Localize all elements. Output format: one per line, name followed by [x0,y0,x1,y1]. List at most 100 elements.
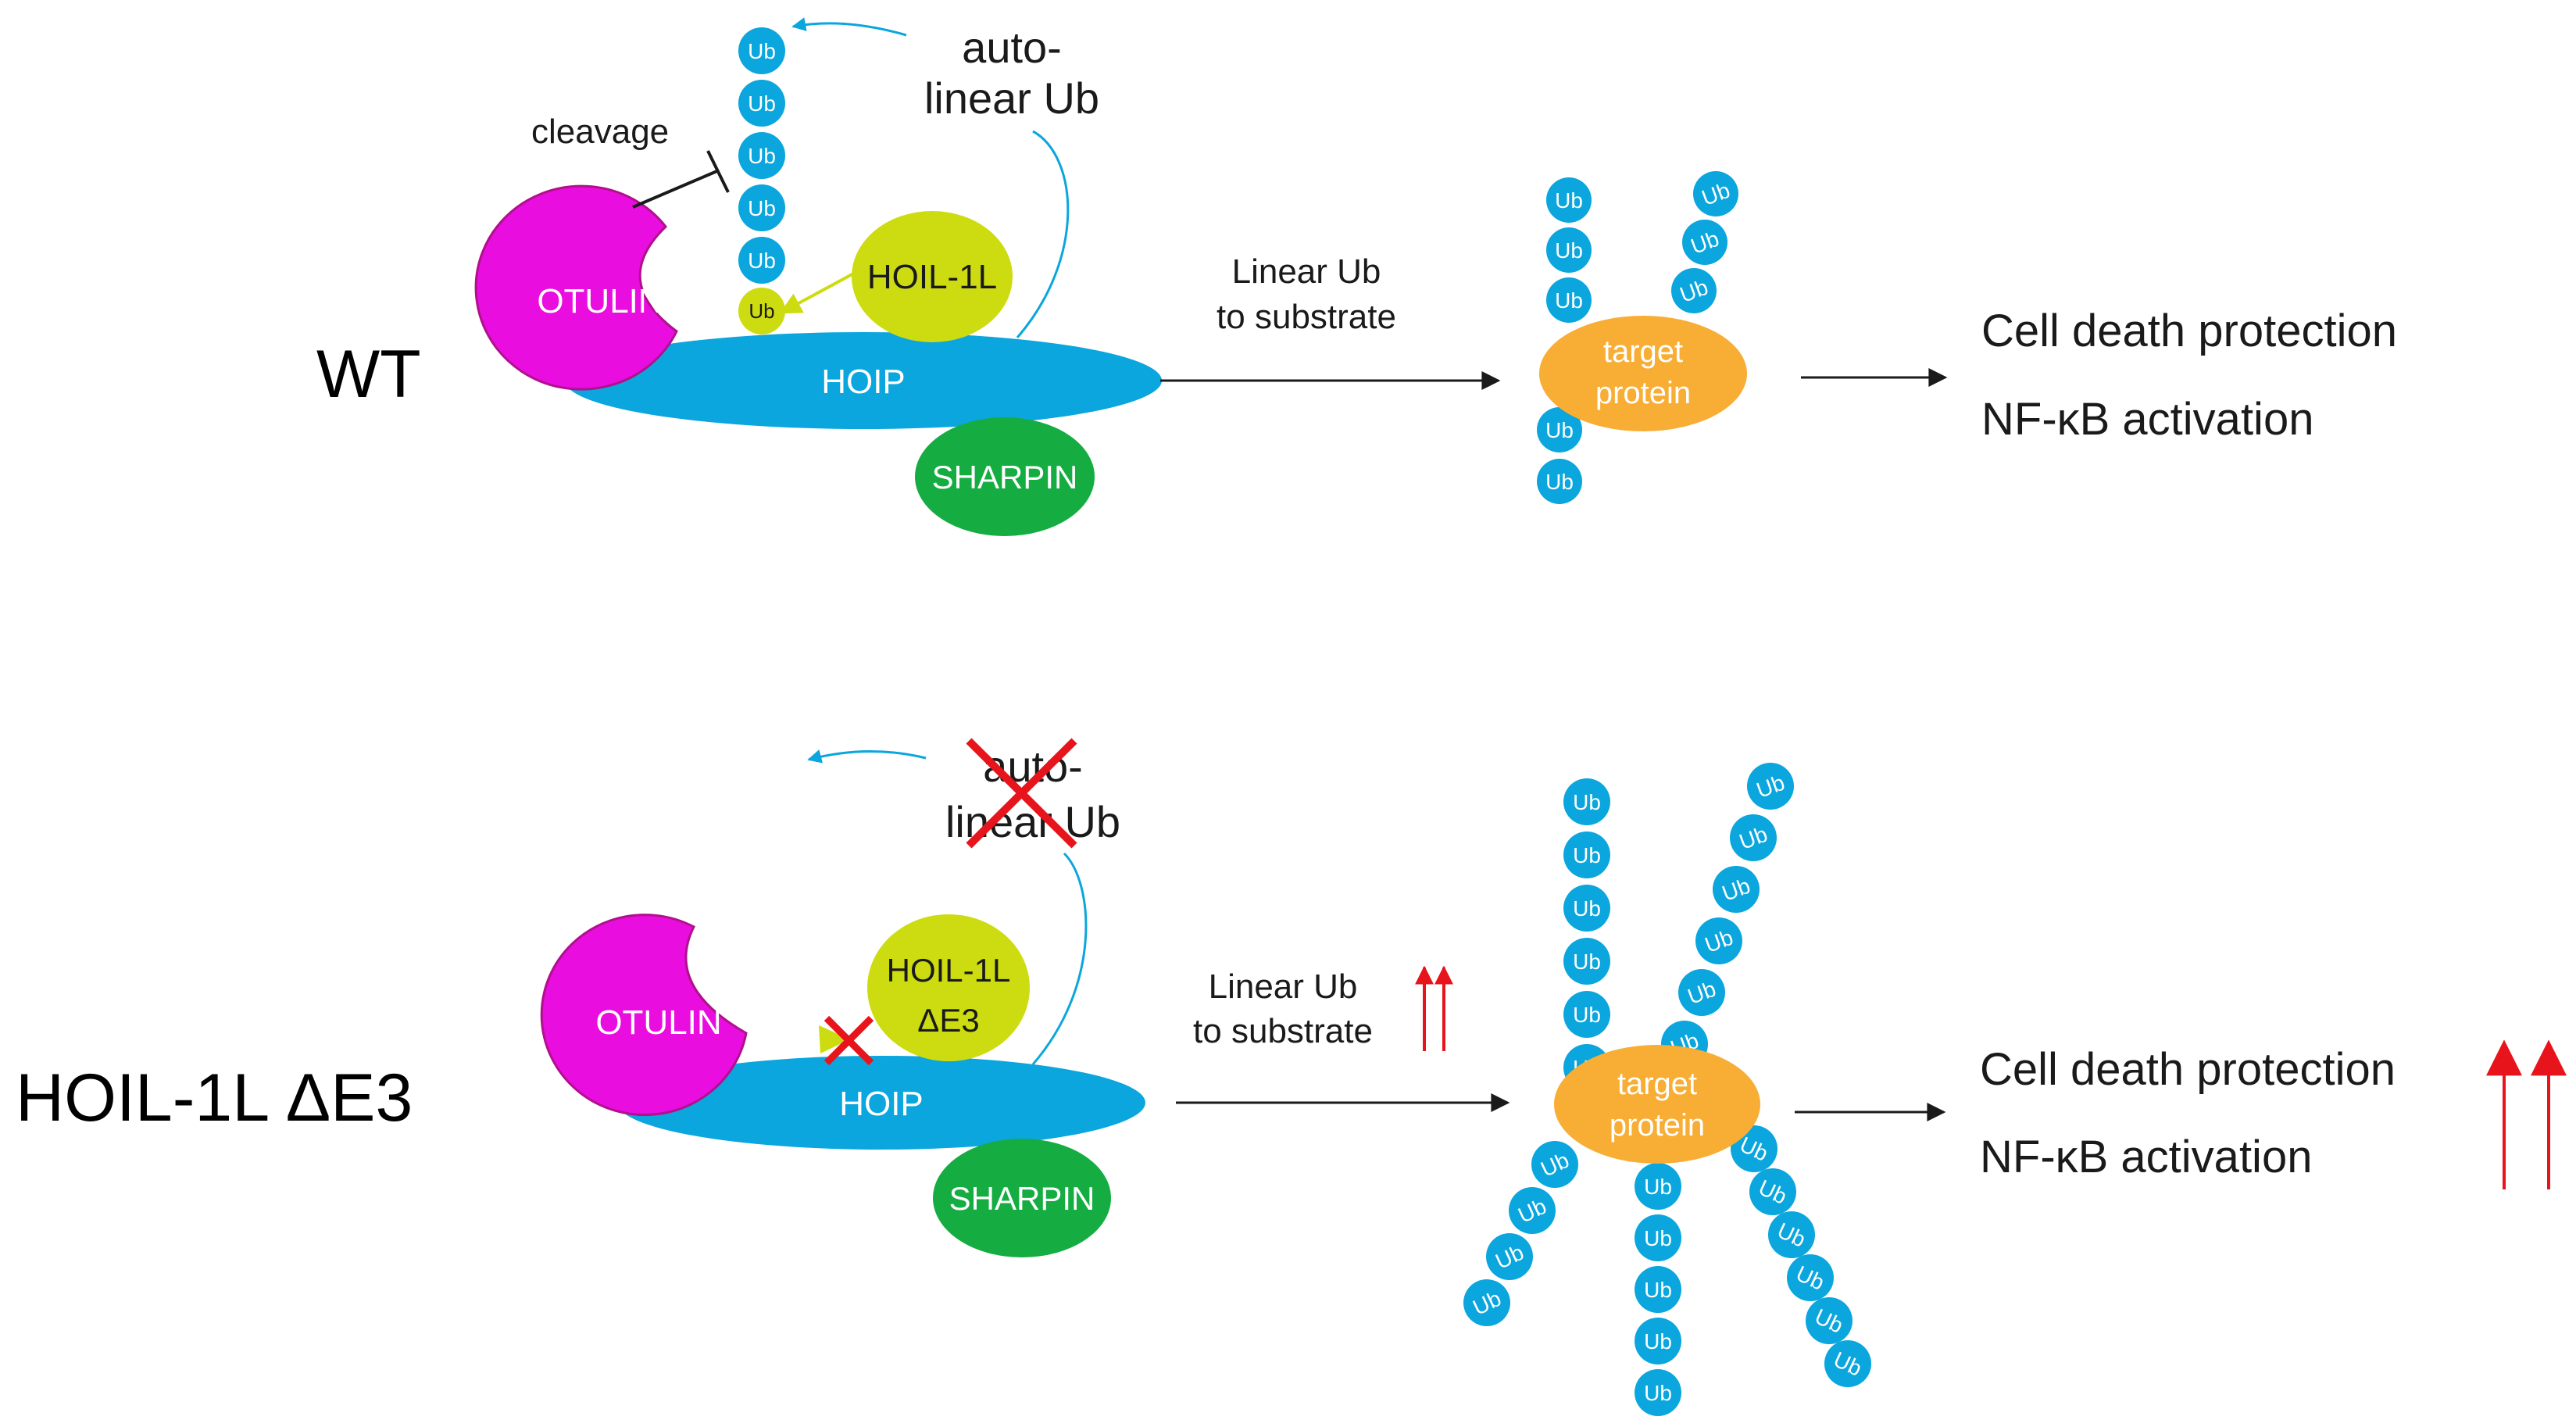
ub-bead: Ub [1486,1233,1533,1280]
svg-text:Ub: Ub [1644,1278,1672,1302]
ub-bead: Ub [1824,1340,1871,1387]
mut-hoip [617,1056,1145,1150]
wt-outcome-cell-death: Cell death protection [1981,306,2397,356]
svg-text:Ub: Ub [1644,1329,1672,1354]
ub-bead: Ub [738,184,785,231]
ub-bead: Ub [1747,763,1794,810]
wt-sharpin-label: SHARPIN [932,459,1078,495]
ub-bead: Ub [1671,268,1717,313]
mut-target-label-1: target [1617,1067,1697,1101]
svg-text:Ub: Ub [1573,1003,1601,1027]
ub-bead: Ub [1678,969,1725,1016]
wt-outcome-nfkb: NF-κB activation [1981,394,2313,445]
ub-bead: Ub [1563,885,1610,932]
wt-sharpin [915,417,1095,536]
ub-bead: Ub [738,132,785,179]
ub-bead: Ub [1563,778,1610,825]
wt-auto-arrow [791,17,907,37]
mut-hoil-blocked-x [824,1015,874,1066]
svg-text:Ub: Ub [748,144,776,168]
ub-bead: Ub [1695,917,1742,964]
svg-text:Ub: Ub [1555,188,1583,213]
ub-bead: Ub [1635,1369,1681,1416]
mut-auto-curve [1031,852,1088,1065]
mut-target-label-2: protein [1610,1108,1705,1143]
wt-hoip-label: HOIP [821,363,906,401]
ub-bead: Ub [738,237,785,284]
wt-linear-ub-label-2: to substrate [1217,298,1396,336]
wt-otulin-label: OTULIN [537,282,663,320]
mut-auto-blocked-x [966,738,1077,849]
wt-cleavage-label: cleavage [531,113,669,151]
wt-hoil-arrow [779,270,859,314]
wt-linear-ub-label-1: Linear Ub [1232,252,1381,291]
mut-outcome-cell-death: Cell death protection [1980,1044,2396,1095]
mut-auto-arrow [807,749,927,764]
mutant-condition-label: HOIL-1L ΔE3 [16,1060,413,1136]
svg-text:Ub: Ub [1573,950,1601,974]
ub-bead: Ub [1749,1168,1796,1215]
wt-hoip [565,332,1162,429]
wt-hoil-1l [852,211,1013,342]
svg-text:Ub: Ub [1644,1175,1672,1199]
mut-sharpin [933,1139,1111,1257]
ub-bead: Ub [738,288,785,334]
ub-bead: Ub [1546,227,1592,273]
ub-bead: Ub [738,80,785,127]
ub-bead: Ub [1537,459,1582,504]
ub-bead: Ub [1635,1266,1681,1313]
svg-text:Ub: Ub [1545,418,1574,442]
mut-hoil-1l-label-2: ΔE3 [917,1002,979,1039]
wt-auto-curve [1016,130,1070,338]
ub-bead: Ub [1806,1297,1853,1344]
wt-target-protein [1539,316,1747,431]
mut-hoil-1l [867,914,1030,1061]
svg-text:Ub: Ub [748,249,776,273]
ub-bead: Ub [1563,938,1610,985]
ub-bead: Ub [1768,1211,1815,1258]
ub-bead: Ub [1635,1318,1681,1364]
wt-condition-label: WT [316,337,421,412]
ub-bead: Ub [1531,1141,1578,1188]
ub-bead: Ub [1635,1163,1681,1210]
mut-increase-arrows-large [2486,1039,2567,1189]
svg-text:Ub: Ub [748,196,776,220]
wt-otulin [474,184,678,391]
svg-text:Ub: Ub [749,299,774,323]
mut-target-protein [1554,1045,1760,1164]
svg-text:Ub: Ub [748,39,776,63]
mut-increase-arrows-small [1415,965,1453,1051]
ub-bead: Ub [1537,407,1582,452]
mut-sharpin-label: SHARPIN [949,1180,1095,1217]
mut-hoil-stub [819,1025,850,1053]
svg-text:Ub: Ub [1545,470,1574,494]
ub-bead: Ub [1730,814,1777,861]
wt-cleavage-line [632,169,720,209]
svg-text:Ub: Ub [1573,896,1601,921]
wt-target-label-2: protein [1595,376,1691,410]
svg-text:Ub: Ub [1644,1226,1672,1250]
mut-otulin-label: OTULIN [595,1003,721,1042]
ub-bead: Ub [1563,991,1610,1038]
wt-target-label-1: target [1603,334,1683,369]
ub-bead: Ub [1546,277,1592,323]
mut-linear-ub-label-1: Linear Ub [1209,967,1358,1006]
mut-outcome-nfkb: NF-κB activation [1980,1132,2312,1182]
svg-text:Ub: Ub [1555,288,1583,313]
wt-hoil-1l-label: HOIL-1L [867,258,997,296]
svg-text:Ub: Ub [1573,843,1601,867]
svg-text:Ub: Ub [748,91,776,116]
ub-bead: Ub [1635,1214,1681,1261]
ub-bead: Ub [1563,832,1610,878]
ub-bead: Ub [1463,1279,1510,1326]
wt-cleavage-bar [706,150,730,193]
ub-bead: Ub [1509,1187,1556,1234]
mut-linear-ub-label-2: to substrate [1193,1012,1373,1050]
mutant-panel: HOIL-1L ΔE3 HOIP SHARPIN OTULIN HOIL-1L … [16,738,2567,1416]
wt-panel: WT HOIP SHARPIN OTULIN cleavage HOIL-1L … [316,17,2397,536]
mut-otulin [540,914,748,1117]
